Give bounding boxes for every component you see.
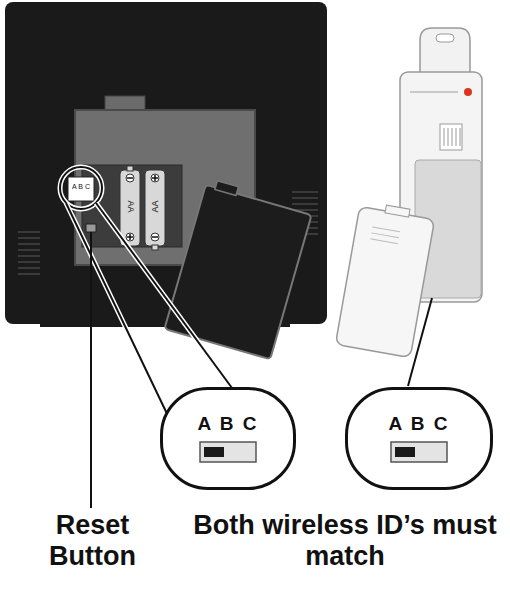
- batteries: [120, 166, 165, 250]
- id-switch-callout: A B C: [345, 387, 493, 490]
- switch-letters: A B C: [67, 183, 95, 190]
- switch-letters: A B C: [388, 413, 449, 435]
- battery-size: AA: [126, 189, 135, 225]
- id-switch-window: [68, 177, 94, 201]
- switch-highlight-ring: [60, 167, 102, 209]
- switch-highlight-ring-edge: [60, 167, 102, 209]
- leader-line: [408, 298, 432, 386]
- switch-letters: A B C: [197, 413, 258, 435]
- display-battery-door: [164, 178, 313, 359]
- slide-switch: [389, 439, 449, 465]
- reset-button-label: Reset Button: [10, 510, 175, 572]
- battery-size: AA: [151, 189, 160, 225]
- caption-label: Both wireless ID’s must match: [190, 510, 500, 572]
- reset-button: [86, 224, 96, 232]
- slide-switch: [198, 439, 258, 465]
- id-switch-callout: A B C: [160, 387, 296, 490]
- sensor-battery-door: [335, 201, 435, 358]
